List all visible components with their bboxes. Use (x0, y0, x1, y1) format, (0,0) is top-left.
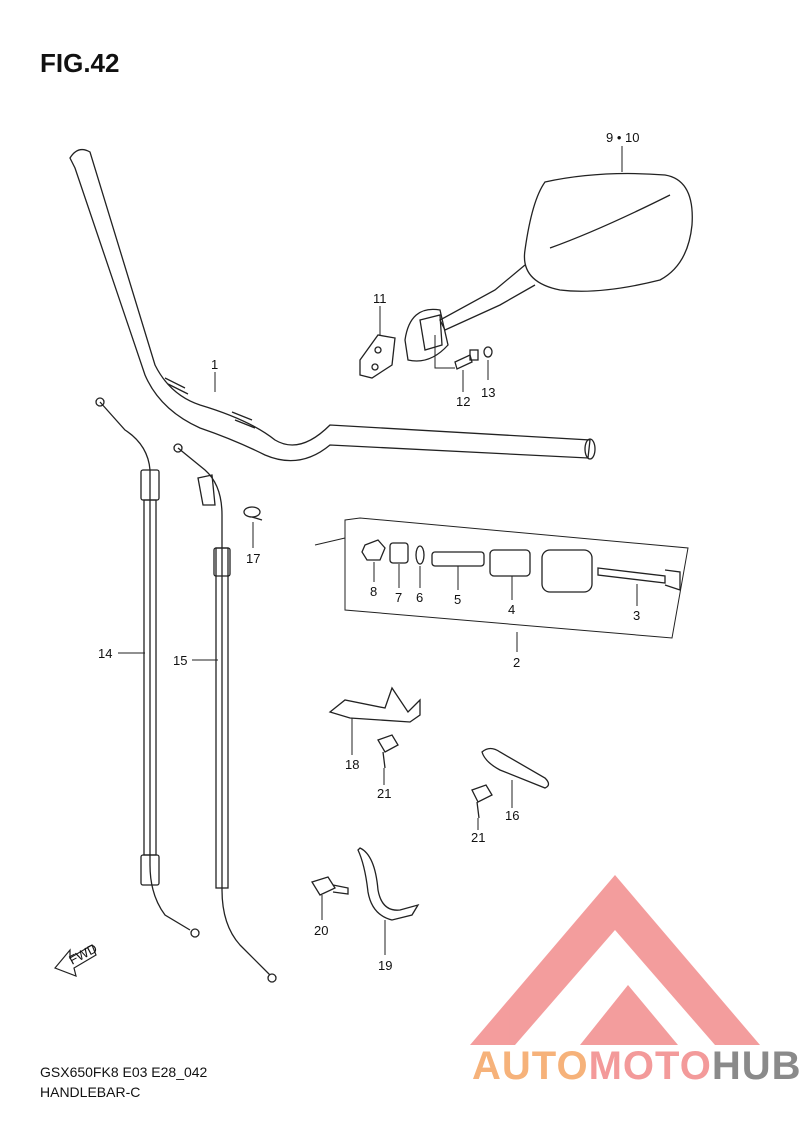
callout-1: 1 (211, 357, 218, 372)
callout-17: 17 (246, 551, 260, 566)
figure-title: FIG.42 (40, 48, 120, 78)
mirror-bolt (454, 349, 479, 370)
callout-3: 3 (633, 608, 640, 623)
bar-end-nut (361, 539, 386, 561)
callout-8: 8 (370, 584, 377, 599)
callout-13: 13 (481, 385, 495, 400)
mirror-assembly (404, 172, 693, 362)
section-name: HANDLEBAR-C (40, 1084, 141, 1100)
mirror-washer (483, 346, 493, 358)
watermark-part-auto: AUTO (472, 1044, 589, 1088)
leader-lines (118, 146, 638, 955)
callout-5: 5 (454, 592, 461, 607)
clamp-bolt-b (471, 784, 493, 819)
callout-4: 4 (508, 602, 515, 617)
callout-21b: 21 (471, 830, 485, 845)
watermark-text: AUTOMOTOHUB (472, 1044, 800, 1089)
watermark-logo-icon (470, 875, 760, 1045)
forward-direction-arrow: FWD (54, 941, 100, 977)
bar-end-long-bolt (597, 567, 681, 591)
handlebar-tube (69, 148, 596, 462)
cable-screw (243, 506, 263, 521)
model-code: GSX650FK8 E03 E28_042 (40, 1064, 208, 1080)
cable-clamp-right (481, 747, 550, 789)
bar-end-damper (489, 549, 531, 577)
callout-14: 14 (98, 646, 112, 661)
callout-6: 6 (416, 590, 423, 605)
callout-18: 18 (345, 757, 359, 772)
callout-9-10: 9 • 10 (606, 130, 639, 145)
clamp-bolt-a (377, 734, 399, 769)
bar-end-collar (389, 542, 409, 564)
callout-15: 15 (173, 653, 187, 668)
fwd-label: FWD (66, 941, 99, 968)
cable-clamp-left (328, 686, 421, 723)
callout-21a: 21 (377, 786, 391, 801)
bar-end-washer (415, 545, 425, 565)
throttle-cable-2 (173, 443, 277, 983)
callout-11: 11 (373, 291, 387, 306)
callout-16: 16 (505, 808, 519, 823)
callout-7: 7 (395, 590, 402, 605)
callout-2: 2 (513, 655, 520, 670)
throttle-cable-1 (95, 397, 200, 938)
callout-19: 19 (378, 958, 392, 973)
mirror-plate (359, 334, 396, 379)
bar-end-spacer (431, 551, 485, 567)
cable-guide (357, 847, 420, 921)
watermark-part-hub: HUB (711, 1044, 800, 1088)
clamp-bolt-c (311, 876, 349, 896)
bar-end-weight (541, 549, 593, 593)
callout-12: 12 (456, 394, 470, 409)
watermark-part-moto: MOTO (588, 1044, 712, 1088)
callout-20: 20 (314, 923, 328, 938)
bar-end-balancer-box (314, 517, 689, 639)
